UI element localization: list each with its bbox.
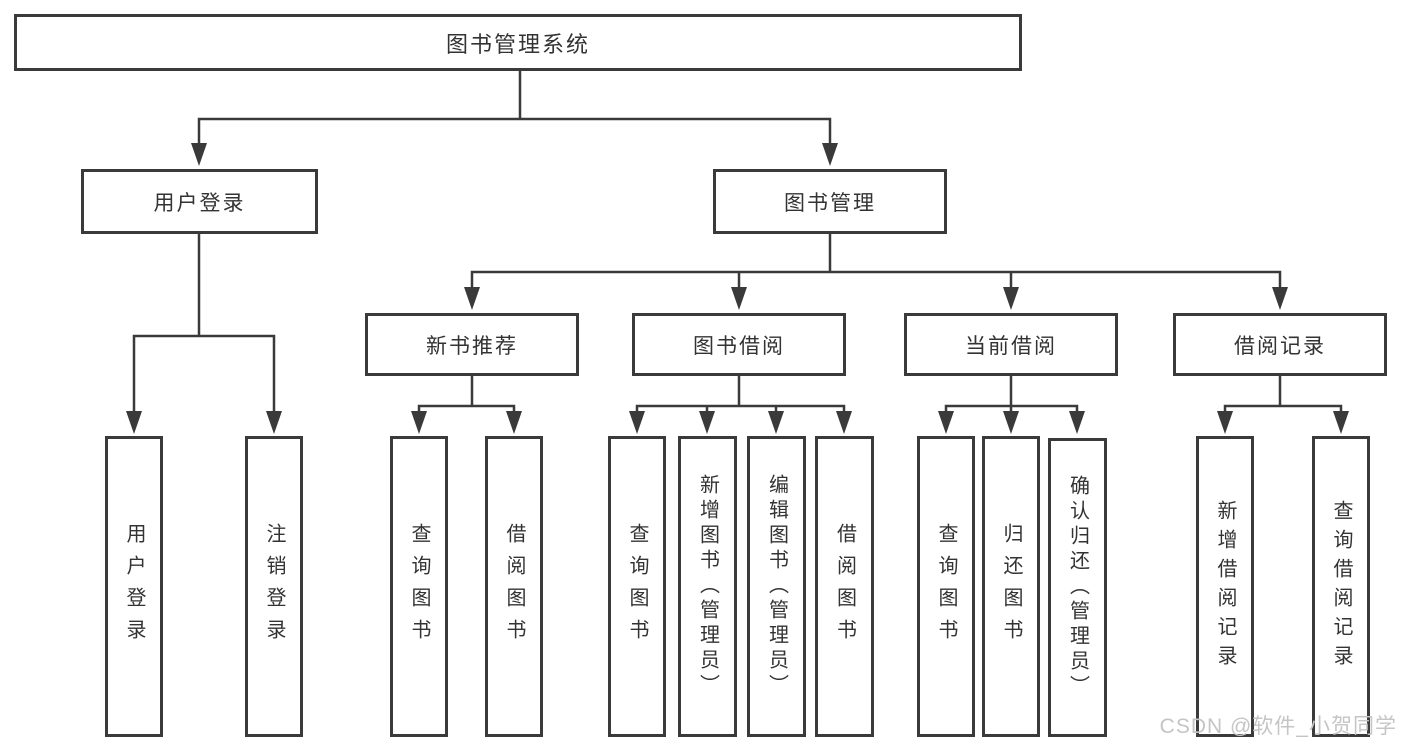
leaf-borrow-books-borrowing: 借阅图书 [815,436,874,737]
leaf-user-login: 用户登录 [105,436,163,737]
node-label: 用户登录 [153,191,246,215]
arrowheads [126,143,1349,434]
node-label: 注销登录 [263,522,285,651]
leaf-return-books: 归还图书 [982,436,1040,737]
leaf-edit-book-admin: 编辑图书（管理员） [747,436,806,737]
leaf-query-books-borrowing: 查询图书 [608,436,666,737]
leaf-logout-login: 注销登录 [245,436,303,737]
node-book-borrowing: 图书借阅 [632,313,846,376]
node-label: 查询图书 [935,522,957,651]
node-label: 用户登录 [123,522,145,651]
node-new-book-recommendation: 新书推荐 [365,313,579,376]
node-label: 当前借阅 [965,334,1057,358]
node-borrowing-records: 借阅记录 [1173,313,1387,376]
node-label: 图书管理系统 [445,31,590,57]
node-label: 归还图书 [1000,522,1022,651]
node-label: 查询图书 [408,522,430,651]
leaf-add-book-admin: 新增图书（管理员） [678,436,737,737]
node-current-borrowing: 当前借阅 [904,313,1118,376]
node-label: 借阅图书 [503,522,525,651]
node-label: 新书推荐 [426,334,518,358]
node-label: 新增图书（管理员） [696,474,719,699]
node-label: 图书借阅 [693,334,785,358]
node-label: 查询图书 [626,522,648,651]
node-label: 新增借阅记录 [1214,499,1236,674]
node-label: 借阅图书 [833,522,856,651]
leaf-confirm-return-admin: 确认归还（管理员） [1048,438,1107,737]
leaf-add-borrow-record: 新增借阅记录 [1196,436,1254,737]
leaf-query-borrow-record: 查询借阅记录 [1312,436,1370,737]
node-label: 编辑图书（管理员） [765,474,788,699]
node-label: 确认归还（管理员） [1066,475,1089,700]
leaf-query-books-recommend: 查询图书 [390,436,448,737]
csdn-watermark: CSDN @软件_小贺同学 [1159,715,1397,738]
node-book-management-system: 图书管理系统 [14,14,1022,71]
leaf-borrow-books-recommend: 借阅图书 [485,436,543,737]
node-user-login: 用户登录 [81,169,318,234]
node-label: 借阅记录 [1234,334,1326,358]
leaf-query-books-current: 查询图书 [917,436,975,737]
node-label: 查询借阅记录 [1330,499,1352,674]
node-book-management: 图书管理 [713,169,947,234]
node-label: 图书管理 [784,191,876,215]
